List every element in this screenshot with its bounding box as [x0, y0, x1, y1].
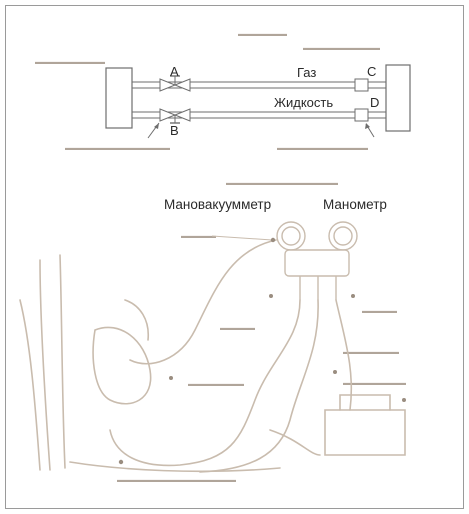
faded-caption: ▬▬▬▬▬: [220, 325, 255, 332]
port-c-label: C: [367, 64, 376, 79]
faded-caption: ▬▬▬▬▬▬▬▬▬: [343, 380, 406, 387]
valve-a-icon: [159, 75, 191, 92]
port-c: [354, 78, 369, 92]
service-valve-sketch: [92, 326, 152, 405]
faded-caption: ▬▬▬▬▬▬▬▬: [343, 349, 399, 356]
outdoor-unit: [105, 67, 133, 129]
faded-caption: ▬▬▬▬▬: [181, 233, 216, 240]
compound-gauge-label: Мановакуумметр: [164, 197, 271, 212]
valve-a-label: A: [170, 64, 179, 79]
faded-caption: ▬▬▬▬▬▬▬: [238, 31, 287, 38]
faded-caption: ▬▬▬▬▬: [362, 308, 397, 315]
indoor-unit: [385, 64, 411, 132]
faded-caption: ▬▬▬▬▬▬▬▬▬▬▬▬▬: [277, 145, 368, 152]
manifold-body: [284, 249, 350, 277]
valve-b-label: B: [170, 123, 179, 138]
port-d: [354, 108, 369, 122]
faded-caption: ▬▬▬▬▬▬▬▬▬▬▬▬▬▬▬: [65, 145, 170, 152]
faded-caption: ▬▬▬▬▬▬▬▬▬▬▬▬▬▬▬▬: [226, 180, 338, 187]
port-d-label: D: [370, 95, 379, 110]
pressure-gauge-label: Манометр: [323, 197, 387, 212]
valve-b-icon: [159, 108, 191, 124]
piping-schematic: ▬▬▬▬▬▬▬▬▬▬ ▬▬▬▬▬▬▬ ▬▬▬▬▬▬▬▬▬▬▬ A: [35, 31, 411, 152]
connection-markers: [118, 237, 406, 465]
gas-label: Газ: [297, 65, 316, 80]
faded-caption: ▬▬▬▬▬▬▬▬▬▬: [35, 59, 105, 66]
faded-caption: ▬▬▬▬▬▬▬▬▬▬▬▬▬▬▬▬▬: [117, 477, 236, 484]
hoses: [19, 239, 406, 473]
faded-caption: ▬▬▬▬▬▬▬▬: [188, 381, 244, 388]
liquid-label: Жидкость: [274, 95, 333, 110]
refrigerant-cylinder-sketch: [324, 409, 406, 456]
faded-caption: ▬▬▬▬▬▬▬▬▬▬▬: [303, 45, 380, 52]
manifold-sketch: ▬▬▬▬▬▬▬▬▬▬▬▬▬▬▬▬ Мановакуумметр Манометр…: [19, 180, 406, 484]
